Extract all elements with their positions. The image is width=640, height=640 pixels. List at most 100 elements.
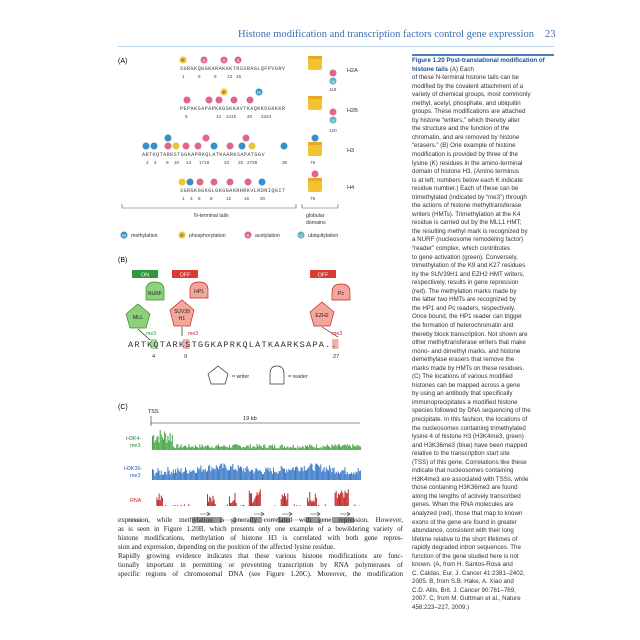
signal-bar [293,504,295,506]
signal-bar [286,469,288,480]
signal-bar [216,445,218,450]
caption-line: a NURF (nucleosome remodeling factor) [412,236,524,244]
signal-bar [269,467,271,480]
signal-bar [174,473,175,480]
signal-bar [229,496,230,506]
signal-bar [165,433,167,450]
signal-bar [225,467,227,480]
h3-pos: 36 [282,160,288,165]
caption-line: thereby block transcription. Not shown a… [412,330,528,338]
signal-bar [220,463,222,480]
signal-bar [152,468,153,480]
signal-bar [258,492,260,506]
page-number: 23 [545,29,556,40]
signal-bar [213,499,215,506]
signal-bar [230,465,232,480]
signal-bar [253,445,255,450]
h4-pos: 20 [260,196,266,201]
methyl-mark [210,142,218,150]
legend-text: methylation [131,233,158,239]
signal-bar [335,445,337,450]
signal-bar [273,447,274,450]
signal-bar [238,467,240,480]
signal-bar [156,472,158,480]
h2b-tail-number: 120 [329,128,337,133]
signal-bar [159,429,161,450]
signal-bar [347,474,349,480]
svg-text:A: A [246,233,249,238]
caption-line: residue number.) Each of these can be [412,185,519,193]
signal-bar [177,505,179,506]
signal-bar [298,448,300,450]
tss-label: TSS [148,409,159,415]
signal-bar [224,446,226,450]
track-label-exons: exons [128,518,143,524]
signal-bar [237,445,239,450]
signal-bar [310,500,312,506]
signal-bar [345,492,347,506]
signal-bar [299,471,301,480]
signal-bar [328,446,329,450]
signal-bar [267,467,269,480]
signal-bar [296,505,298,506]
signal-bar [187,473,189,480]
signal-bar [256,444,258,450]
h4-row: SGRGKGGKGLGKGGAKRHRKVLRDNIQGIT 1 3 5 8 1… [178,170,354,201]
svg-text:H1: H1 [179,316,186,322]
signal-bar [335,471,337,480]
signal-bar [164,471,166,480]
signal-bar [153,470,155,480]
signal-bar [329,465,331,480]
signal-bar [345,446,347,450]
signal-bar [277,473,279,480]
signal-bar [347,489,349,506]
globular-label: globular [306,213,325,219]
phospho-mark [220,88,228,96]
signal-bar [233,444,235,450]
signal-bar [168,470,170,480]
signal-bar [340,492,342,506]
acetyl-mark [194,142,202,150]
signal-bar [263,473,265,480]
signal-bar [258,470,260,480]
h2a-tail-number: 119 [329,87,337,92]
signal-bar [262,474,263,480]
signal-bar [230,502,232,506]
signal-bar [286,499,288,506]
h3k4me3-track [152,429,361,450]
signal-bar [256,492,258,506]
signal-bar [304,445,306,450]
phospho-mark [178,178,186,186]
signal-bar [260,446,262,450]
h3-tail-number: 79 [310,160,316,165]
signal-bar [258,444,260,450]
signal-bar [243,468,245,480]
signal-bar [160,495,162,506]
on-badge [132,270,158,278]
signal-bar [293,470,295,480]
caption-line: trimethylated (indicated by “me3”) throu… [412,193,527,201]
svg-text:U: U [299,233,302,238]
signal-bar [293,447,295,450]
signal-bar [269,445,271,450]
h2a-pos: 13 [227,74,233,79]
body-line: specific regions of chromosomal DNA (see… [118,570,403,579]
signal-bar [268,471,270,480]
signal-bar [282,496,284,506]
h4-pos: 16 [244,196,250,201]
signal-bar [211,446,213,450]
h3-pos: 2 [146,160,149,165]
arrow-icon [282,511,293,517]
caption-line: C.D. Allis, Brit. J. Cancer 90:761–769, [412,586,516,594]
signal-bar [204,468,206,480]
h2b-pos: 2324 [261,114,272,119]
caption-line: demethylase erasers that remove the [412,356,515,364]
signal-bar [331,444,333,450]
signal-bar [205,471,207,480]
signal-bar [185,467,186,480]
h3-label: H3 [347,148,354,154]
arrow [137,328,151,341]
signal-bar [179,446,181,450]
signal-bar [200,447,202,450]
signal-bar [188,444,190,450]
